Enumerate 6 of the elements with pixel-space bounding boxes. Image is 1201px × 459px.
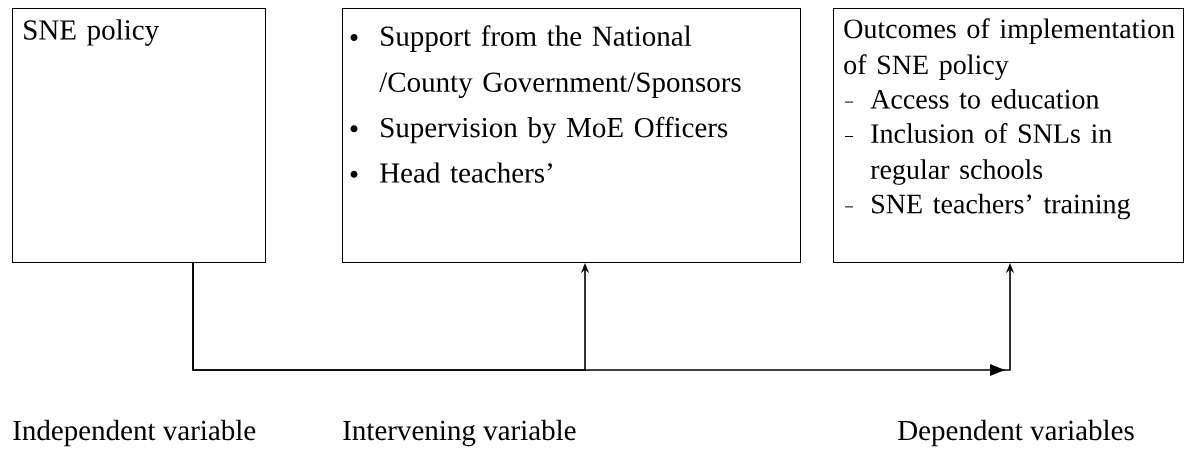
text-box: SNE policy [12,8,266,263]
variable-label: Independent variable [13,419,256,447]
variable-label: Dependent variables [898,419,1134,447]
text-box: Support from the National /County Government/Sponsors Supervision by MoE Officers Head teachers’ [342,8,801,263]
text-box: Outcomes of implementation of SNE policy Access to education Inclusion of SNLs in regular schools SNE teachers’ training [833,8,1184,263]
variable-label: Intervening variable [343,419,576,447]
